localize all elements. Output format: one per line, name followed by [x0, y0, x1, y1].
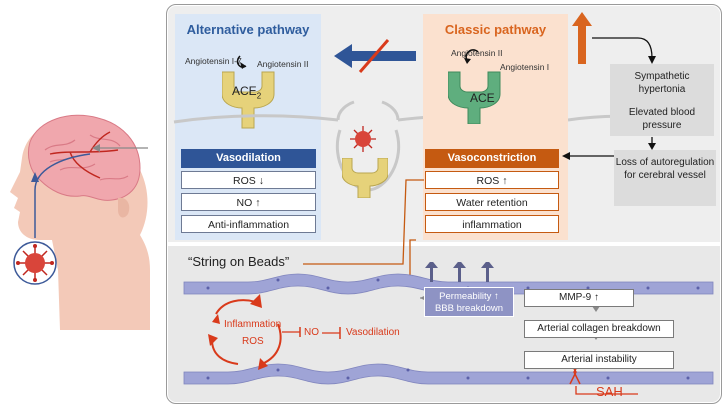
- alt-item-anti-inflammation: Anti-inflammation: [181, 215, 316, 233]
- alternative-title: Alternative pathway: [186, 22, 310, 37]
- alt-item-ros: ROS ↓: [181, 171, 316, 189]
- connector-lines: [303, 179, 424, 282]
- arterial-instability-box: Arterial instability: [524, 351, 674, 369]
- alt-item-no: NO ↑: [181, 193, 316, 211]
- sah-label: SAH: [596, 384, 623, 399]
- cls-item-ros: ROS ↑: [425, 171, 559, 189]
- physiology-box: Sympathetic hypertonia Elevated blood pr…: [610, 64, 714, 136]
- cerebral-vessels: [49, 131, 119, 179]
- vasodilation-header: Vasodilation: [181, 149, 316, 168]
- cls-substrate-label: Angiotensin I: [500, 62, 550, 72]
- string-on-beads-label: “String on Beads”: [188, 254, 290, 269]
- alt-product-label: Angiotensin I-7: [185, 56, 242, 66]
- bbb-breakdown-label: BBB breakdown: [434, 303, 504, 314]
- sars-cov-virus-icon: [350, 126, 376, 152]
- sympathetic-hypertonia: Sympathetic hypertonia: [634, 71, 690, 95]
- ace-label: ACE: [470, 91, 495, 105]
- center-ace2-receptor: [342, 158, 388, 198]
- ace2-receptor: [222, 55, 275, 129]
- permeability-label: Permeability ↑: [439, 291, 499, 302]
- alt-substrate-label: Angiotensin II: [257, 59, 309, 69]
- cls-item-water-retention: Water retention: [425, 193, 559, 211]
- ear: [118, 197, 130, 218]
- virus-to-brain-arrow: [31, 144, 148, 238]
- loss-of-autoregulation: Loss of autoregulation for cerebral vess…: [614, 150, 716, 206]
- cls-item-inflammation: inflammation: [425, 215, 559, 233]
- vasodilation-label: Vasodilation: [346, 327, 400, 338]
- elevated-blood-pressure: Elevated blood pressure: [628, 107, 696, 131]
- virus-icon: [13, 241, 57, 285]
- brain-folds: [44, 134, 129, 181]
- cycle-inflammation: Inflammation: [224, 319, 282, 330]
- increase-arrow: [572, 12, 592, 64]
- head-illustration: [10, 114, 150, 330]
- cls-product-label: Angiotensin II: [451, 48, 503, 58]
- vessel-bottom-wall: [183, 363, 714, 385]
- inhibit-mark: [322, 327, 341, 339]
- vicious-cycle: [208, 294, 301, 370]
- permeability-box: Permeability ↑ BBB breakdown: [424, 287, 514, 317]
- mmp9-box: MMP-9 ↑: [524, 289, 634, 307]
- classic-title: Classic pathway: [444, 22, 547, 37]
- vasoconstriction-header: Vasoconstriction: [425, 149, 559, 168]
- no-label: NO: [304, 327, 319, 338]
- cycle-ros: ROS: [242, 336, 264, 347]
- ace2-label: ACE2: [232, 84, 262, 101]
- ace-receptor: [448, 49, 501, 124]
- side-arrows: [562, 37, 656, 160]
- collagen-breakdown-box: Arterial collagen breakdown: [524, 320, 674, 338]
- blocked-arrow: [334, 39, 416, 73]
